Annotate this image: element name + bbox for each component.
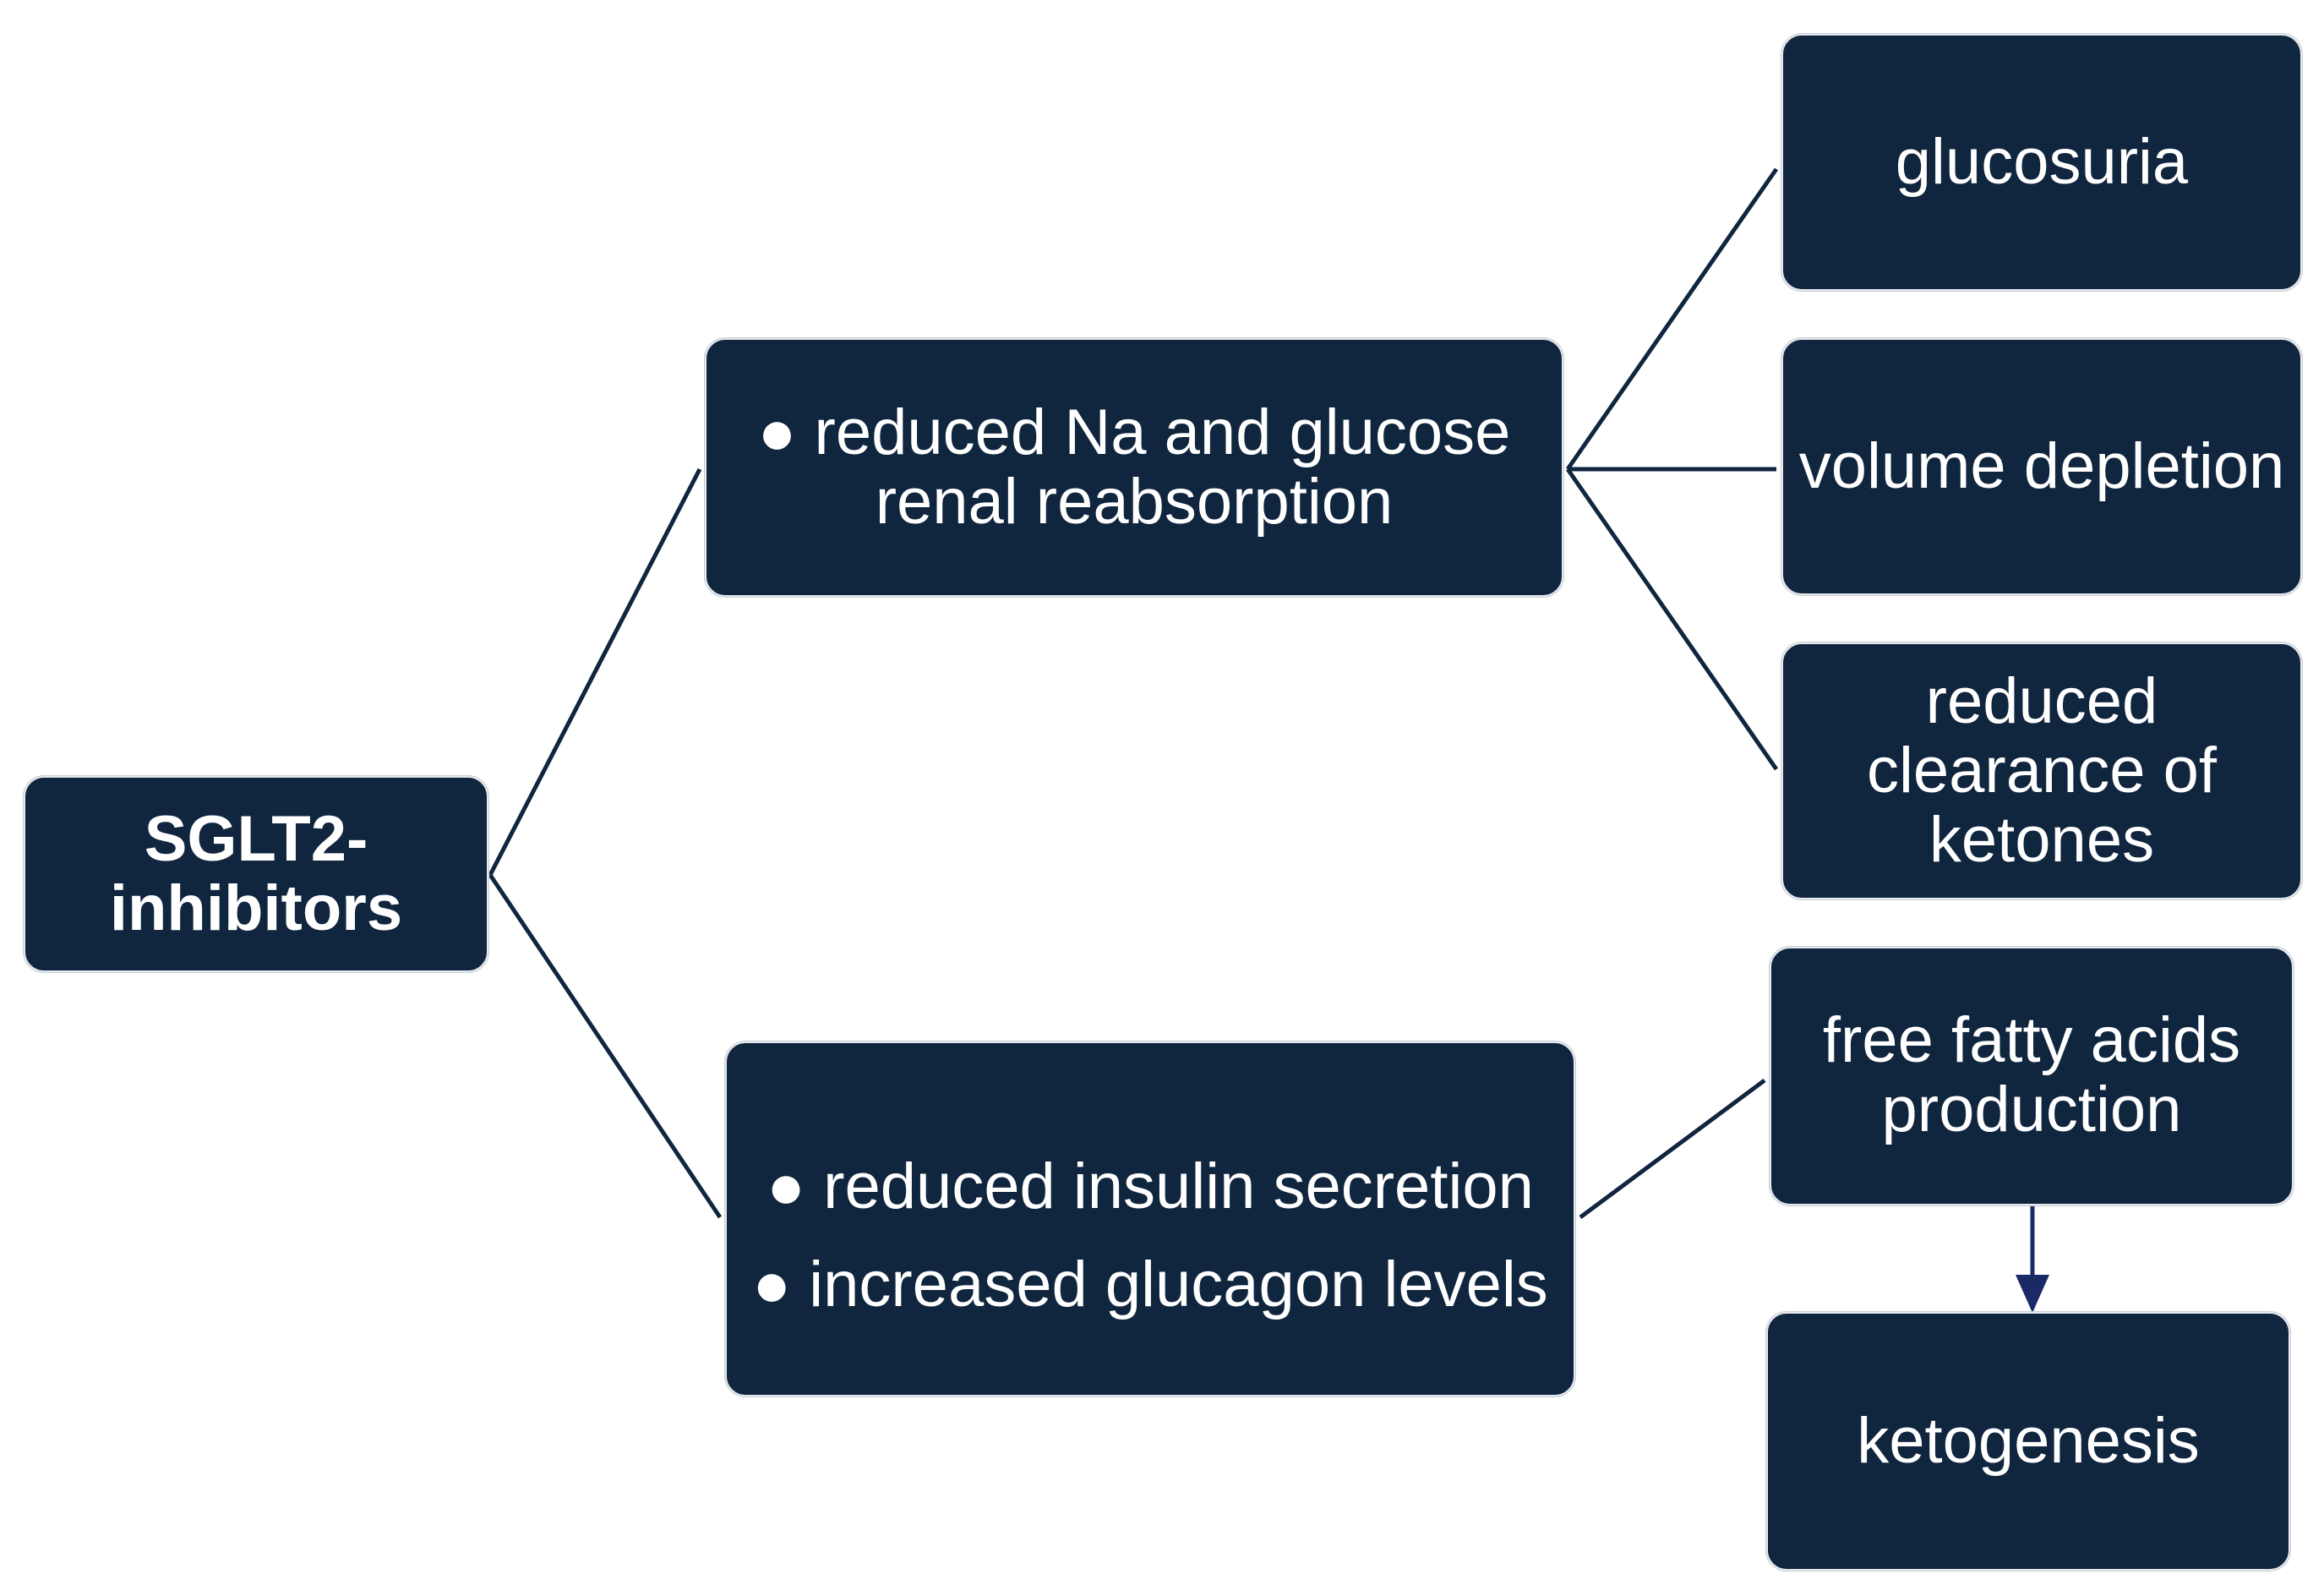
node-renal-line-1: ● reduced Na and glucose bbox=[757, 396, 1511, 468]
node-renal-line-2: renal reabsorption bbox=[875, 466, 1394, 538]
edge-hormonal-ffa bbox=[1579, 1078, 1766, 1220]
edge-root-hormonal bbox=[488, 873, 723, 1219]
node-sglt2-line-2: inhibitors bbox=[109, 872, 403, 944]
node-ketogenesis: ketogenesis bbox=[1766, 1312, 2290, 1571]
node-hormonal-line-2: ● increased glucagon levels bbox=[752, 1249, 1548, 1320]
node-hormonal-line-1: ● reduced insulin secretion bbox=[766, 1150, 1534, 1222]
node-volume-depletion: volume depletion bbox=[1781, 338, 2302, 595]
node-free-fatty-acids: free fatty acids production bbox=[1770, 947, 2294, 1205]
node-glucosuria: glucosuria bbox=[1781, 34, 2302, 291]
node-clearance-line-3: ketones bbox=[1928, 804, 2155, 877]
edge-root-renal bbox=[488, 467, 702, 877]
node-ffa-line-2: production bbox=[1881, 1074, 2182, 1146]
node-reduced-clearance: reduced clearance of ketones bbox=[1781, 642, 2302, 899]
node-sglt2-line-1: SGLT2- bbox=[144, 802, 368, 875]
node-clearance-line-1: reduced bbox=[1925, 664, 2158, 737]
node-ketogenesis-label: ketogenesis bbox=[1857, 1404, 2200, 1477]
node-glucosuria-label: glucosuria bbox=[1895, 125, 2189, 198]
node-volume-label: volume depletion bbox=[1798, 429, 2285, 502]
node-hormonal-changes: ● reduced insulin secretion ● increased … bbox=[725, 1041, 1575, 1396]
edge-renal-glucosuria bbox=[1565, 167, 1779, 471]
node-clearance-line-2: clearance of bbox=[1866, 734, 2218, 806]
edge-renal-clearance bbox=[1565, 467, 1779, 771]
node-sglt2-inhibitors: SGLT2- inhibitors bbox=[24, 776, 488, 972]
node-ffa-line-1: free fatty acids bbox=[1822, 1004, 2241, 1076]
node-renal-reabsorption: ● reduced Na and glucose renal reabsorpt… bbox=[705, 338, 1563, 597]
